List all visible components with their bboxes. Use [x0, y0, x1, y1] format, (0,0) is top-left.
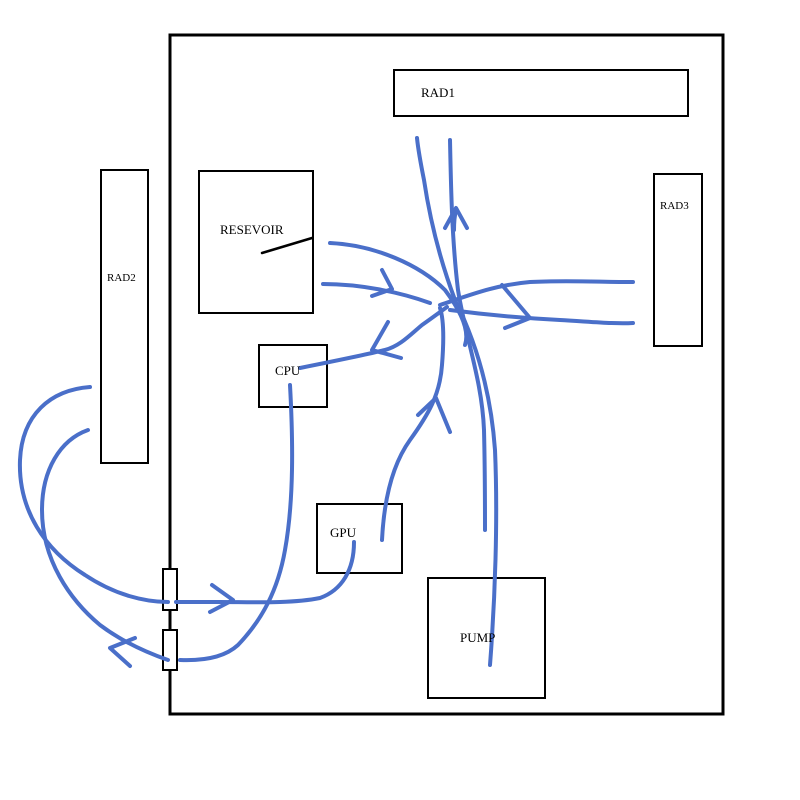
pump-box — [427, 577, 546, 699]
arrow-up-center — [443, 206, 469, 230]
flow-line-external-outer — [17, 385, 170, 604]
flow-line-reservoir-mid — [321, 282, 432, 305]
arrow-left-cpu — [370, 320, 403, 360]
rad3-box — [653, 173, 703, 347]
pump-label: PUMP — [460, 630, 496, 645]
flow-line-gpu-up — [380, 306, 446, 542]
flow-line-to-rad3-lower — [448, 308, 635, 326]
flow-line-external-inner — [40, 428, 170, 662]
cpu-box — [258, 344, 328, 408]
gpu-label: GPU — [330, 525, 357, 540]
rad1-label: RAD1 — [421, 85, 455, 100]
rad2-box — [100, 169, 149, 464]
flow-line-center-down — [448, 138, 487, 532]
arrow-left-external — [108, 636, 137, 668]
reservoir-label: RESEVOIR — [220, 222, 284, 237]
rad2-label: RAD2 — [107, 272, 136, 284]
pass-through-fitting-upper — [162, 568, 178, 611]
reservoir-box — [198, 170, 314, 314]
pass-through-fitting-lower — [162, 629, 178, 671]
flow-line-to-cpu — [298, 305, 449, 370]
flow-line-reservoir-out — [328, 241, 469, 347]
cpu-label: CPU — [275, 363, 301, 378]
flow-line-to-rad3-upper — [438, 279, 635, 307]
flow-line-cpu-down — [178, 383, 295, 663]
arrow-up-gpu — [416, 396, 452, 434]
arrow-right-reservoir — [370, 268, 394, 298]
gpu-box — [316, 503, 403, 574]
arrow-right-rad3 — [500, 283, 532, 330]
rad3-label: RAD3 — [660, 200, 689, 212]
flow-line-gpu-to-fitting — [174, 540, 356, 605]
case-outline — [168, 33, 725, 716]
arrow-right-fitting — [208, 583, 235, 614]
reservoir-mark — [260, 236, 314, 255]
rad1-box — [393, 69, 689, 117]
